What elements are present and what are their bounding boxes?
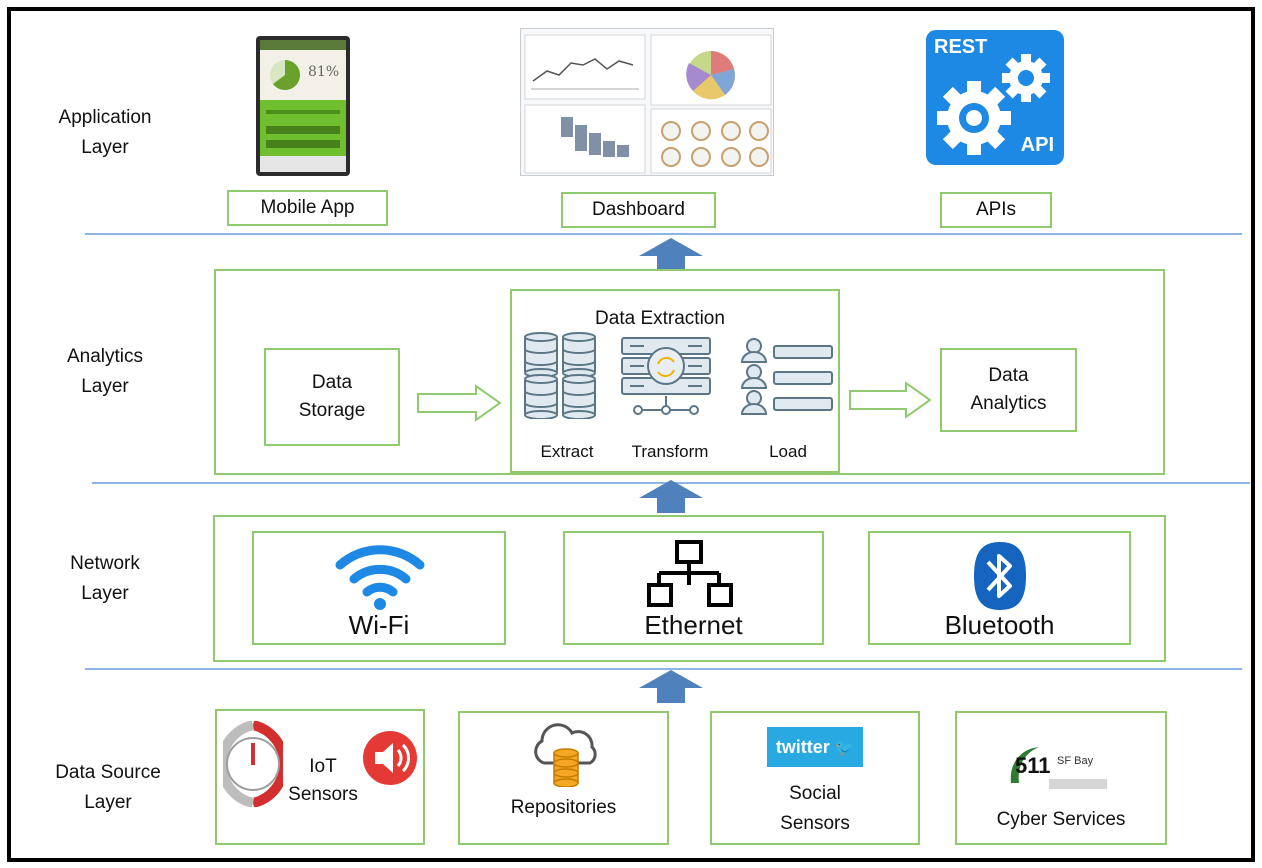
- up-arrow-icon: [639, 480, 703, 513]
- cloud-database-icon: [534, 723, 597, 787]
- social-sensors-label: Social Sensors: [780, 783, 850, 834]
- data-extraction-title: Data Extraction: [595, 308, 725, 329]
- load-label: Load: [769, 442, 807, 461]
- database-stack-icon: [524, 332, 596, 419]
- users-list-icon: [740, 338, 833, 415]
- wifi-label: Wi-Fi: [348, 610, 410, 640]
- speaker-icon: [363, 731, 417, 785]
- bluetooth-icon: [974, 542, 1026, 610]
- dashboard-label: Dashboard: [592, 199, 685, 220]
- swoosh-icon: [1010, 747, 1107, 789]
- mobile-percent: 81%: [308, 64, 340, 80]
- bluetooth-box: Bluetooth: [868, 531, 1131, 645]
- mobile-app-label: Mobile App: [260, 197, 355, 218]
- wifi-icon: [335, 545, 425, 610]
- api-badge-label: API: [1020, 134, 1054, 156]
- cyber-services-box: 511 SF Bay Cyber Services: [955, 711, 1167, 845]
- separator-line: [85, 233, 1242, 235]
- apis-label: APIs: [975, 199, 1017, 220]
- data-analytics-label: Data: [988, 365, 1029, 386]
- ethernet-label: Ethernet: [644, 610, 743, 640]
- social-sensors-box: twitter 🐦 Social Sensors: [710, 711, 920, 845]
- rest-api-badge: REST API: [926, 30, 1064, 165]
- rest-badge-label: REST: [934, 36, 988, 58]
- data-storage-label: Storage: [298, 400, 366, 421]
- bluetooth-label: Bluetooth: [944, 610, 1055, 640]
- ethernet-network-icon: [647, 540, 733, 607]
- logo-511-sfbay: 511 SF Bay: [1005, 743, 1109, 793]
- apis-box: APIs: [940, 192, 1052, 228]
- sensor-gauge-icon: [223, 721, 283, 807]
- up-arrow-icon: [639, 670, 703, 703]
- ethernet-box: Ethernet: [563, 531, 824, 645]
- mobile-app-screenshot: 81%: [256, 36, 350, 176]
- up-arrow-icon: [639, 238, 703, 269]
- dashboard-box: Dashboard: [561, 192, 716, 228]
- flow-arrow-icon: [417, 384, 502, 422]
- mobile-app-box: Mobile App: [227, 190, 388, 226]
- pie-progress-icon: [270, 60, 300, 90]
- flow-arrow-icon: [849, 381, 932, 419]
- logo-sfbay-text: SF Bay: [1057, 755, 1094, 767]
- data-analytics-box: Data Analytics: [940, 348, 1077, 432]
- data-analytics-label: Analytics: [970, 393, 1047, 414]
- server-transform-icon: [621, 337, 711, 415]
- repositories-box: Repositories: [458, 711, 669, 845]
- twitter-logo: twitter 🐦: [767, 727, 863, 767]
- logo-511-text: 511: [1015, 753, 1051, 778]
- wifi-box: Wi-Fi: [252, 531, 506, 645]
- iot-sensors-box: IoT Sensors: [215, 709, 425, 845]
- data-storage-box: Data Storage: [264, 348, 400, 446]
- data-storage-label: Data: [311, 372, 353, 393]
- transform-label: Transform: [631, 442, 709, 461]
- repositories-label: Repositories: [510, 797, 617, 818]
- dashboard-screenshot: [520, 28, 774, 176]
- extract-label: Extract: [540, 442, 594, 461]
- separator-line: [85, 668, 1242, 670]
- iot-sensors-label: IoT Sensors: [288, 756, 358, 805]
- cyber-services-label: Cyber Services: [996, 809, 1126, 830]
- gears-icon: [937, 54, 1050, 155]
